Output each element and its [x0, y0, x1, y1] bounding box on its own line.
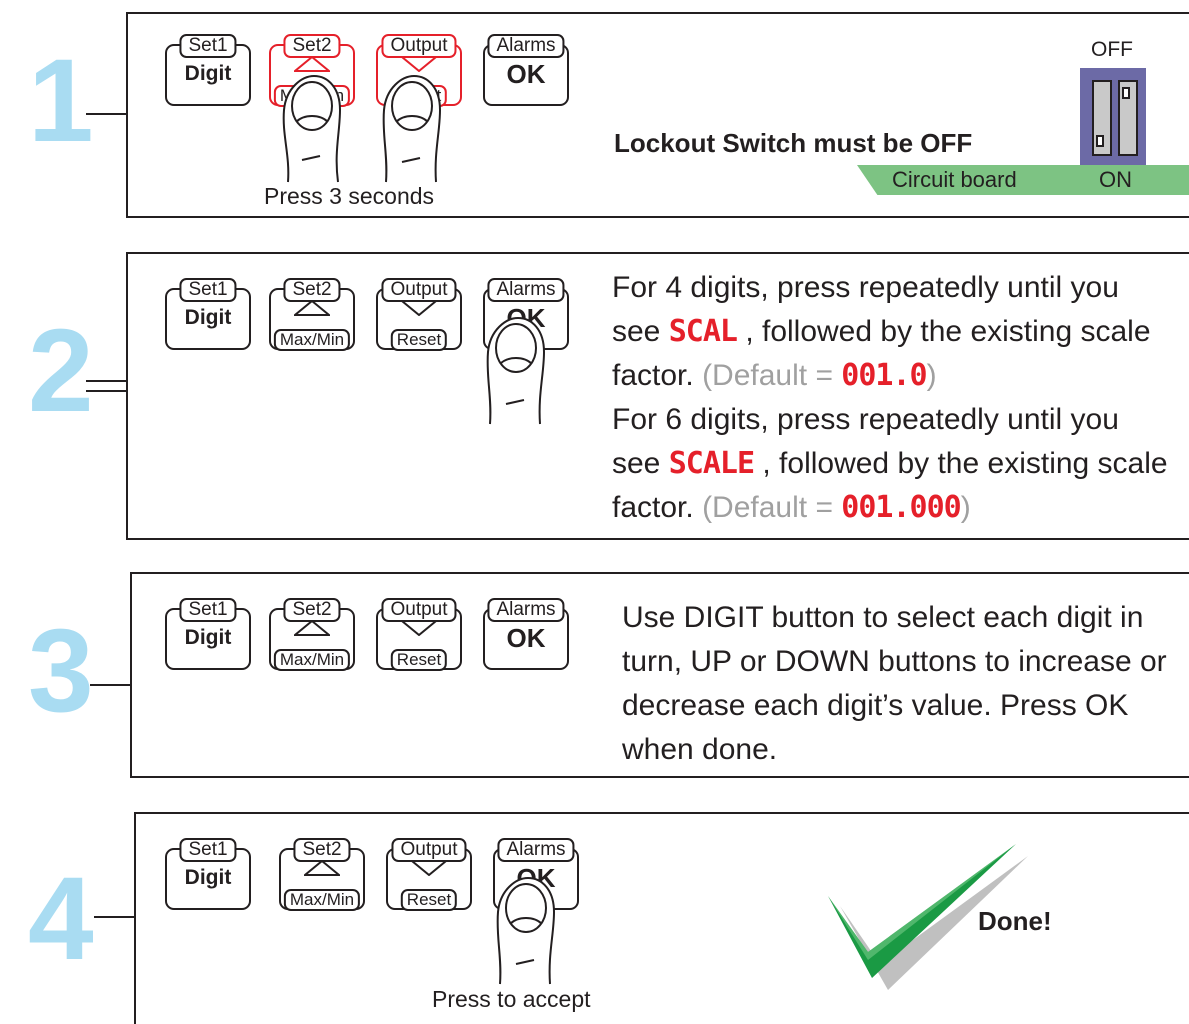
output-down-button[interactable]: Output Reset: [386, 838, 472, 911]
output-label: Output: [391, 838, 467, 862]
step-4-number: 4: [28, 853, 94, 985]
step-2-number: 2: [28, 305, 94, 437]
step-3-frame: [130, 572, 1189, 778]
scale-display: SCALE: [668, 446, 755, 481]
set1-label: Set1: [179, 278, 237, 302]
circuit-board: [857, 165, 1189, 195]
max-min-label: Max/Min: [283, 889, 361, 911]
switch-on-label: ON: [1099, 167, 1132, 192]
output-label: Output: [381, 598, 457, 622]
max-min-label: Max/Min: [273, 329, 351, 351]
alarms-label: Alarms: [487, 598, 565, 622]
default-4-display: 001.0: [841, 358, 927, 393]
set2-label: Set2: [283, 34, 341, 58]
output-label: Output: [381, 34, 457, 58]
digit-label: Digit: [184, 306, 232, 329]
set2-label: Set2: [283, 278, 341, 302]
set1-label: Set1: [179, 838, 237, 862]
set2-up-button[interactable]: Set2 Max/Min: [279, 838, 365, 911]
up-arrow-icon: [294, 56, 330, 72]
set1-label: Set1: [179, 34, 237, 58]
step-2-line: factor. (Default = 001.000): [612, 490, 971, 525]
output-down-button[interactable]: Output Reset: [376, 278, 462, 351]
step-2-connector: [86, 380, 126, 382]
step-2-line: see SCALE , followed by the existing sca…: [612, 446, 1168, 481]
step-2-frame: [126, 252, 1189, 540]
max-min-label: Max/Min: [273, 649, 351, 671]
up-arrow-icon: [304, 860, 340, 876]
step-1-caption: Press 3 seconds: [264, 183, 435, 209]
step-3-number: 3: [28, 605, 94, 737]
finger-press-icon: [282, 74, 342, 183]
reset-label: Reset: [390, 329, 448, 351]
step-2-line: see SCAL , followed by the existing scal…: [612, 314, 1151, 349]
step-1-connector: [86, 113, 126, 115]
set2-label: Set2: [283, 598, 341, 622]
switch-slot: [1092, 80, 1112, 156]
done-label: Done!: [978, 906, 1052, 936]
switch-slot: [1118, 80, 1138, 156]
step-2-line: For 6 digits, press repeatedly until you: [612, 403, 1119, 436]
lockout-switch[interactable]: [1080, 68, 1146, 165]
alarms-ok-button[interactable]: Alarms OK: [483, 598, 569, 670]
set1-digit-button[interactable]: Set1 Digit: [165, 838, 251, 910]
down-arrow-icon: [401, 620, 437, 636]
step-1-number: 1: [28, 35, 94, 167]
output-label: Output: [381, 278, 457, 302]
down-arrow-icon: [401, 56, 437, 72]
ok-label: OK: [506, 623, 546, 653]
set2-label: Set2: [293, 838, 351, 862]
set2-up-button[interactable]: Set2 Max/Min: [269, 278, 355, 351]
down-arrow-icon: [401, 300, 437, 316]
scal-display: SCAL: [668, 314, 738, 349]
finger-press-icon: [382, 74, 442, 183]
step-4-frame: [134, 812, 1189, 1024]
finger-press-icon: [496, 876, 556, 985]
step-3-connector: [90, 684, 130, 686]
reset-label: Reset: [400, 889, 458, 911]
circuit-board-label: Circuit board: [892, 167, 1017, 192]
alarms-ok-button[interactable]: Alarms OK: [483, 34, 569, 106]
step-2-line: For 4 digits, press repeatedly until you: [612, 271, 1119, 304]
default-6-display: 001.000: [841, 490, 961, 525]
set1-digit-button[interactable]: Set1 Digit: [165, 278, 251, 350]
digit-label: Digit: [184, 626, 232, 649]
alarms-label: Alarms: [487, 278, 565, 302]
step-3-instructions: Use DIGIT button to select each digit in…: [622, 601, 1167, 766]
digit-label: Digit: [184, 62, 232, 85]
ok-label: OK: [506, 59, 546, 89]
alarms-label: Alarms: [497, 838, 575, 862]
reset-label: Reset: [390, 649, 448, 671]
switch-off-label: OFF: [1091, 38, 1133, 61]
finger-press-icon: [486, 316, 546, 425]
lockout-instruction: Lockout Switch must be OFF: [614, 128, 973, 158]
digit-label: Digit: [184, 866, 232, 889]
set1-digit-button[interactable]: Set1 Digit: [165, 34, 251, 106]
up-arrow-icon: [294, 620, 330, 636]
step-1-frame: [126, 12, 1189, 218]
step-2-connector: [86, 390, 126, 392]
set1-digit-button[interactable]: Set1 Digit: [165, 598, 251, 670]
step-4-caption: Press to accept: [432, 986, 591, 1012]
set1-label: Set1: [179, 598, 237, 622]
output-down-button[interactable]: Output Reset: [376, 598, 462, 671]
step-2-instructions: For 4 digits, press repeatedly until you…: [612, 266, 1189, 530]
up-arrow-icon: [294, 300, 330, 316]
alarms-label: Alarms: [487, 34, 565, 58]
set2-up-button[interactable]: Set2 Max/Min: [269, 598, 355, 671]
step-2-line: factor. (Default = 001.0): [612, 358, 937, 393]
step-4-connector: [94, 916, 134, 918]
down-arrow-icon: [411, 860, 447, 876]
